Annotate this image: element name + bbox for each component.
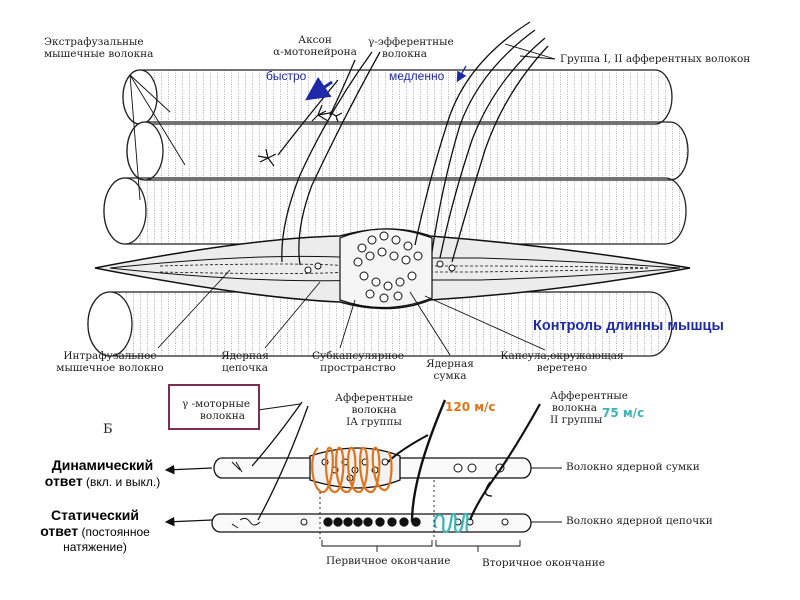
gamma-motor-box xyxy=(168,384,260,430)
label-capsule: Капсула,окружающая веретено xyxy=(494,350,630,374)
label-intrafusal-line1: Интрафузальное xyxy=(63,350,157,362)
static-response-title-2: ответ xyxy=(40,523,79,539)
nerve-fibers xyxy=(277,21,549,266)
label-subcapsular: Субкапсулярное пространство xyxy=(308,350,408,374)
label-nuclear-chain: Ядерная цепочка xyxy=(215,350,275,374)
label-gamma-efferent-line1: γ-эфферентные xyxy=(368,36,454,48)
label-speed-1a: 120 м/с xyxy=(445,400,496,414)
extrafusal-fiber-3 xyxy=(103,177,687,245)
label-slow: медленно xyxy=(389,69,445,83)
afferent-4 xyxy=(451,45,549,263)
label-capsule-line1: Капсула,окружающая xyxy=(500,350,624,362)
label-extrafusal-line2: мышечные волокна xyxy=(44,48,154,60)
label-afferent-2-line1: Афферентные xyxy=(550,390,628,402)
fast-arrow xyxy=(305,76,333,101)
label-gamma-motor-line2: волокна xyxy=(200,410,246,422)
label-afferent-2-line3: II группы xyxy=(550,414,603,426)
label-intrafusal: Интрафузальное мышечное волокно xyxy=(50,350,170,374)
label-afferent-1a: Афферентные волокна IA группы xyxy=(324,392,424,428)
diagram-title: Контроль длинны мышцы xyxy=(533,318,724,334)
label-afferent-1a-line3: IA группы xyxy=(346,416,402,428)
label-gamma-efferent-line2: волокна xyxy=(382,48,428,60)
secondary-ending-coil xyxy=(433,512,469,534)
label-speed-2: 75 м/с xyxy=(602,406,645,420)
label-gamma-motor: γ -моторные волокна xyxy=(182,398,250,422)
afferent-1 xyxy=(414,21,531,246)
label-afferent-2-line2: волокна xyxy=(552,402,598,414)
alpha-axon xyxy=(329,59,356,116)
gamma-motor-fiber-2 xyxy=(257,405,309,521)
slow-arrow xyxy=(456,65,467,83)
label-letter-b: Б xyxy=(103,422,113,437)
label-gamma-efferent: γ-эфферентные волокна xyxy=(368,36,454,60)
label-afferent-1a-line1: Афферентные xyxy=(335,392,413,404)
static-arrow xyxy=(164,516,213,527)
label-intrafusal-line2: мышечное волокно xyxy=(56,362,164,374)
label-nuclear-bag-line2: сумка xyxy=(433,370,467,382)
label-subcapsular-line2: пространство xyxy=(320,362,396,374)
gamma-efferent-2 xyxy=(298,51,381,266)
static-response-note-1: (постоянное xyxy=(81,525,150,539)
dynamic-response-title: Динамический xyxy=(51,457,154,473)
label-nuclear-bag: Ядерная сумка xyxy=(420,358,480,382)
label-capsule-line2: веретено xyxy=(536,362,588,374)
top-pointer-lines xyxy=(129,43,556,356)
label-gamma-motor-line1: γ -моторные xyxy=(182,398,251,410)
bottom-pointer-lines xyxy=(257,403,562,523)
spindle xyxy=(94,228,691,310)
motor-endplates xyxy=(257,104,343,167)
ii-fiber-loop xyxy=(484,481,493,497)
dynamic-arrow xyxy=(164,464,213,475)
label-secondary-ending: Вторичное окончание xyxy=(482,557,605,569)
label-afferent-1a-line2: волокна xyxy=(351,404,397,416)
label-axon-line1: Аксон xyxy=(298,34,332,46)
label-afferent-2: Афферентные волокна II группы xyxy=(550,390,628,426)
dynamic-response: Динамический ответ (вкл. и выкл.) xyxy=(30,458,175,490)
ia-fiber xyxy=(410,399,447,523)
label-axon-alpha: Аксон α-мотонейрона xyxy=(272,34,358,58)
label-fast: быстро xyxy=(266,69,307,83)
static-response: Статический ответ (постоянное натяжение) xyxy=(30,508,160,555)
ii-fiber xyxy=(468,403,541,521)
label-subcapsular-line1: Субкапсулярное xyxy=(312,350,404,362)
afferent-3 xyxy=(439,37,546,259)
afferent-2 xyxy=(431,29,536,253)
dynamic-response-note: (вкл. и выкл.) xyxy=(86,475,161,489)
extrafusal-fibers xyxy=(87,69,689,357)
spindle-nuclei xyxy=(304,231,456,303)
label-nuclear-chain-line1: Ядерная xyxy=(221,350,269,362)
label-extrafusal: Экстрафузальные мышечные волокна xyxy=(44,36,153,60)
label-primary-ending: Первичное окончание xyxy=(326,555,451,567)
gamma-motor-fiber-1 xyxy=(251,401,303,467)
static-response-note-2: натяжение) xyxy=(63,540,127,554)
label-extrafusal-line1: Экстрафузальные xyxy=(44,36,144,48)
label-nuclear-chain-line2: цепочка xyxy=(221,362,269,374)
gamma-efferent-1 xyxy=(281,51,373,263)
static-response-title: Статический xyxy=(51,507,139,523)
label-group-afferent: Группа I, II афферентных волокон xyxy=(560,53,751,65)
extrafusal-fiber-4 xyxy=(87,291,673,357)
label-chain-fiber: Волокно ядерной цепочки xyxy=(566,515,713,527)
label-nuclear-bag-line1: Ядерная xyxy=(426,358,474,370)
primary-ending-coil xyxy=(311,446,393,494)
label-bag-fiber: Волокно ядерной сумки xyxy=(566,461,700,473)
label-axon-line2: α-мотонейрона xyxy=(273,46,357,58)
dynamic-response-title-2: ответ xyxy=(44,473,83,489)
ending-brackets xyxy=(319,480,521,552)
extrafusal-fiber-2 xyxy=(126,121,689,181)
